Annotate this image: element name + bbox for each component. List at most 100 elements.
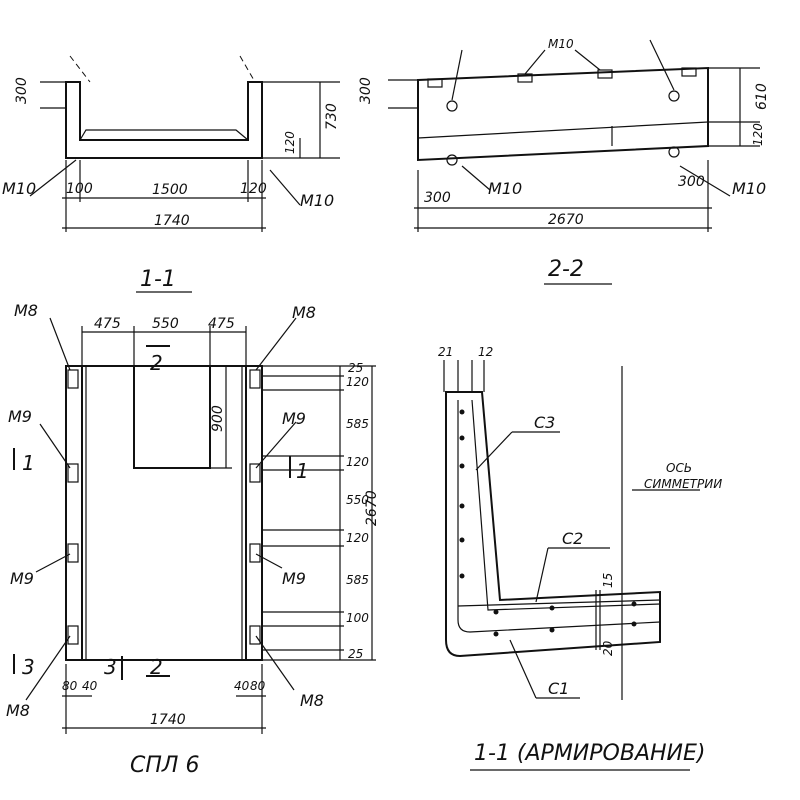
plate-m8-bottom-right: [249, 625, 261, 645]
dim-100: 100: [66, 181, 93, 197]
bar-c1: [457, 400, 661, 633]
dim-475-left: 475: [94, 316, 121, 332]
hole-left-bottom: [446, 154, 458, 166]
plate-m8-bottom-left: [67, 625, 79, 645]
rebar-dot: [493, 631, 499, 637]
label-m9-right-1: M9: [282, 409, 306, 428]
dim-300-left: 300: [424, 190, 451, 206]
plate-m8-top-left: [67, 369, 79, 389]
section-mark-2-top: 2: [150, 351, 163, 375]
embed-m10-4: [681, 67, 697, 77]
plan-outline: [65, 365, 263, 661]
dim-1740-top: 1740: [154, 213, 190, 229]
plate-m9-left-1: [67, 463, 79, 483]
title-section-1-1: 1-1: [140, 267, 176, 292]
rebar-dot: [459, 435, 465, 441]
v-dim-5: 120: [346, 531, 369, 545]
label-m9-left-1: M9: [8, 407, 32, 426]
plate-m8-top-right: [249, 369, 261, 389]
label-m8-bottom-right: M8: [300, 691, 324, 710]
v-dim-2: 585: [346, 417, 369, 431]
label-axis-line1: ОСЬ: [666, 461, 692, 475]
rebar-dot: [459, 537, 465, 543]
rebar-dot: [631, 621, 637, 627]
dim-900: 900: [210, 405, 226, 432]
label-axis-line2: СИММЕТРИИ: [644, 477, 722, 491]
hole-right-top: [668, 90, 680, 102]
dim-20: 20: [601, 640, 615, 656]
dim-550-top: 550: [152, 316, 179, 332]
rebar-dot: [493, 609, 499, 615]
embed-m10-3: [597, 69, 613, 79]
dim-15: 15: [601, 573, 615, 588]
label-m8-top-right: M8: [292, 303, 316, 322]
section-outline: [445, 391, 661, 658]
embed-m10-1: [427, 78, 443, 88]
dim-12: 12: [478, 345, 493, 359]
dim-1740: 1740: [150, 712, 186, 728]
section-mark-2-bottom: 2: [150, 655, 163, 679]
label-m10-right: M10: [732, 179, 766, 198]
v-dim-6: 585: [346, 573, 369, 587]
plan-view-spl6: M8 M8 M9 M9 M9 M9 M8 M8 475 550 475 900 …: [6, 301, 380, 778]
label-m10-left: M10: [2, 179, 36, 198]
section-mark-3-bottom: 3: [104, 655, 117, 679]
rebar-dot: [549, 627, 555, 633]
dim-300-vertical: 300: [358, 77, 374, 104]
rebar-dot: [459, 409, 465, 415]
dim-21: 21: [438, 345, 453, 359]
dim-120: 120: [751, 123, 765, 146]
v-dim-7: 100: [346, 611, 369, 625]
dim-475-right: 475: [208, 316, 235, 332]
dim-40-left: 40: [82, 679, 98, 693]
dim-1500: 1500: [152, 182, 188, 198]
label-m9-right-2: M9: [282, 569, 306, 588]
section-mark-3-left: 3: [22, 655, 35, 679]
title-plan-spl6: СПЛ 6: [130, 753, 199, 778]
dim-300-left: 300: [14, 77, 30, 104]
label-c3: С3: [534, 413, 555, 432]
reinforcement-view: 21 12 15 20 С3 С2 С1 ОСЬ СИММЕТРИИ 1-1 (…: [438, 345, 722, 771]
section-mark-1-left: 1: [22, 451, 35, 475]
label-m10-top: M10: [548, 37, 574, 51]
bar-c3-c2: [471, 399, 661, 611]
dim-120-bottom: 120: [240, 181, 267, 197]
dim-730: 730: [324, 103, 340, 130]
label-m8-top-left: M8: [14, 301, 38, 320]
trough-outline: [65, 81, 263, 159]
label-m10-right: M10: [300, 191, 334, 210]
dim-40-right: 40: [234, 679, 250, 693]
section-mark-1-right: 1: [296, 459, 309, 483]
label-c1: С1: [548, 679, 569, 698]
label-m9-left-2: M9: [10, 569, 34, 588]
plate-m9-right-1: [249, 463, 261, 483]
rebar-dot: [549, 605, 555, 611]
rebar-dot: [631, 601, 637, 607]
plate-m9-left-2: [67, 543, 79, 563]
label-c2: С2: [562, 529, 583, 548]
dim-300-right: 300: [678, 174, 705, 190]
section-1-1-view: 300 730 120 100 1500 120 1740 M10 M10 1-…: [2, 55, 340, 293]
rebar-dot: [459, 503, 465, 509]
dim-2670: 2670: [548, 212, 584, 228]
dim-2670-vertical: 2670: [364, 490, 380, 526]
dim-610: 610: [754, 83, 770, 110]
section-2-2-view: 300 610 120 300 300 2670 M10 M10 M10 2-2: [358, 37, 770, 285]
v-dim-3: 120: [346, 455, 369, 469]
dim-120-vertical: 120: [283, 131, 297, 154]
v-dim-0: 25: [348, 361, 363, 375]
v-dim-4: 550: [346, 493, 369, 507]
v-dim-1: 120: [346, 375, 369, 389]
hole-left-top: [446, 100, 458, 112]
trough-inner-chamfer: [79, 129, 249, 141]
rebar-dot: [459, 573, 465, 579]
plan-opening: [133, 366, 211, 469]
title-reinforcement: 1-1 (АРМИРОВАНИЕ): [474, 741, 705, 766]
label-m8-bottom-left: M8: [6, 701, 30, 720]
plate-m9-right-2: [249, 543, 261, 563]
hole-right-bottom: [668, 146, 680, 158]
beam-outline: [417, 66, 709, 162]
label-m10-left: M10: [488, 179, 522, 198]
dim-80-right: 80: [250, 679, 266, 693]
